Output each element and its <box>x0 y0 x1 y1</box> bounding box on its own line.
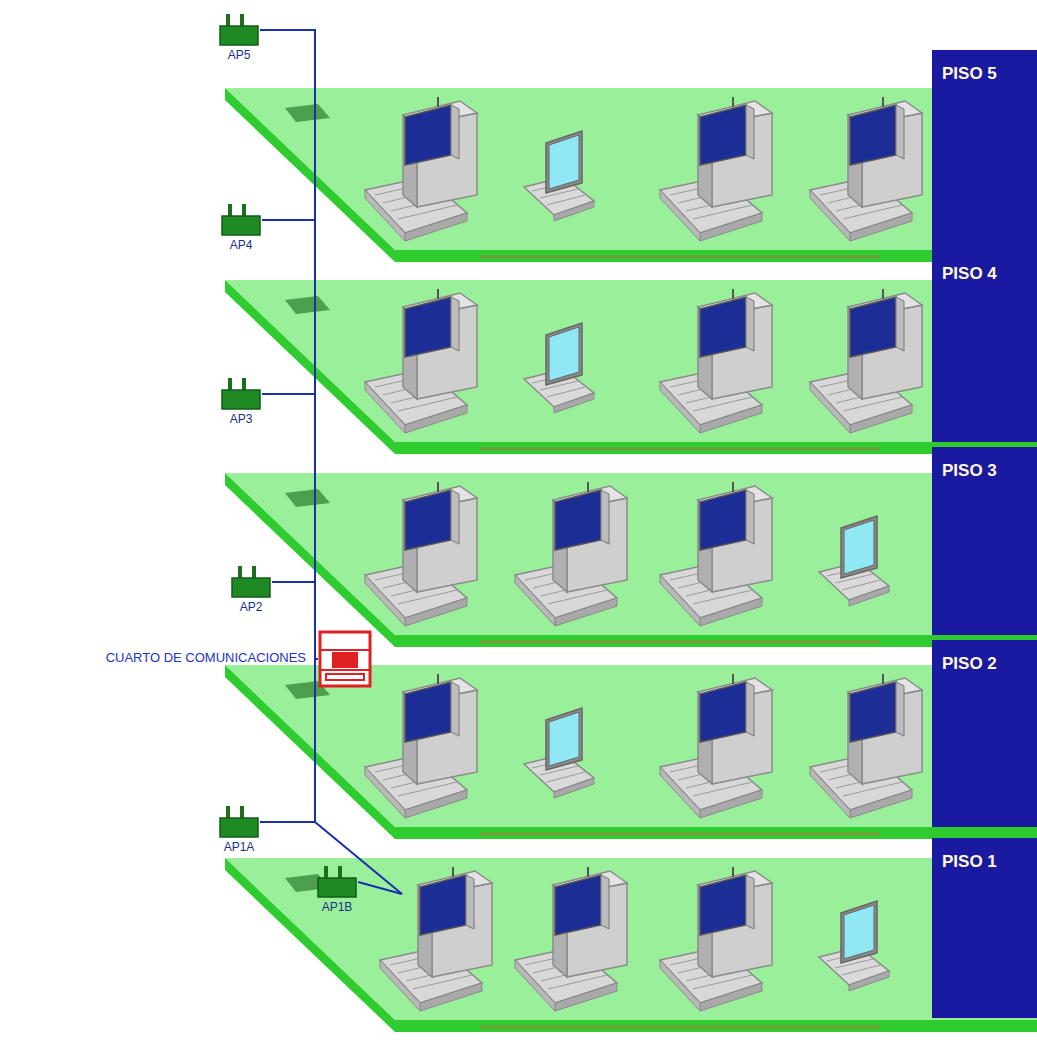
floor-label: PISO 4 <box>942 264 1027 284</box>
network-cable <box>315 659 402 894</box>
ap-label: AP4 <box>230 238 253 252</box>
floor-band: PISO 4 <box>932 250 1037 442</box>
access-point: AP5 <box>218 14 260 46</box>
floor-band: PISO 5 <box>932 50 1037 250</box>
network-cable <box>262 394 318 659</box>
ap-label: AP3 <box>230 412 253 426</box>
floor-label: PISO 5 <box>942 64 1027 84</box>
computers <box>365 97 922 1011</box>
floor-label: PISO 1 <box>942 852 1027 872</box>
ap-label: AP5 <box>228 48 251 62</box>
network-cable <box>272 582 318 659</box>
floor-label: PISO 2 <box>942 654 1027 674</box>
network-cable <box>260 659 318 822</box>
floor-band: PISO 1 <box>932 838 1037 1018</box>
floor-label: PISO 3 <box>942 461 1027 481</box>
access-point: AP2 <box>230 566 272 598</box>
communications-room: CUARTO DE COMUNICACIONES <box>318 630 372 688</box>
room-label: CUARTO DE COMUNICACIONES <box>106 650 306 665</box>
ap-label: AP1B <box>322 900 353 914</box>
access-point: AP1A <box>218 806 260 838</box>
access-point: AP1B <box>316 866 358 898</box>
floor-band: PISO 3 <box>932 447 1037 635</box>
access-point: AP3 <box>220 378 262 410</box>
ap-label: AP2 <box>240 600 263 614</box>
network-cable <box>260 30 318 659</box>
ap-label: AP1A <box>224 840 255 854</box>
access-point: AP4 <box>220 204 262 236</box>
floor-band: PISO 2 <box>932 640 1037 827</box>
